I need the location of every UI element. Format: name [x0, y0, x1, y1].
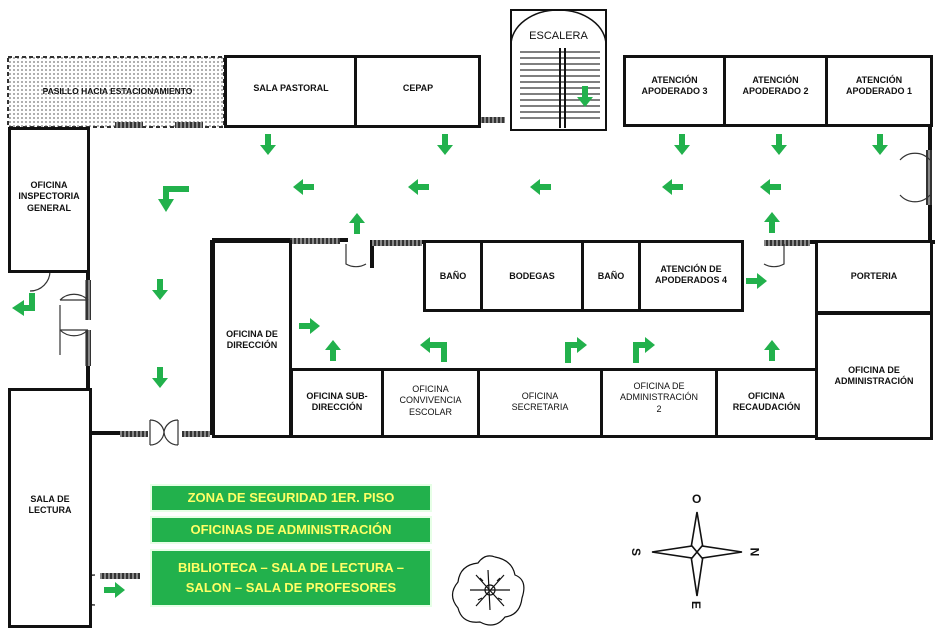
tree-icon: [451, 555, 525, 626]
room-sala-lectura: [8, 388, 92, 628]
compass-south-label: S: [629, 547, 644, 557]
label-direccion: OFICINA DE DIRECCIÓN: [226, 329, 278, 351]
room-convivencia: [381, 368, 480, 438]
legend-zona-seguridad: ZONA DE SEGURIDAD 1ER. PISO: [150, 484, 432, 512]
label-bano-1: BAÑO: [439, 271, 467, 281]
label-porteria: PORTERIA: [850, 271, 898, 281]
room-bano-1: [423, 240, 483, 312]
stair-block: [510, 9, 607, 131]
label-sala-pastoral: SALA PASTORAL: [253, 83, 329, 93]
label-administracion: OFICINA DE ADMINISTRACIÓN: [834, 365, 914, 387]
label-sub-direccion: OFICINA SUB- DIRECCIÓN: [306, 391, 368, 413]
compass-north-label: N: [747, 547, 762, 557]
label-administracion-2: OFICINA DE ADMINISTRACIÓN 2: [619, 381, 698, 414]
compass-west-label: O: [692, 492, 702, 506]
room-atencion-apoderados-4: [638, 240, 744, 312]
label-escalera: ESCALERA: [529, 30, 588, 42]
label-convivencia: OFICINA CONVIVENCIA ESCOLAR: [399, 384, 462, 417]
label-pasillo: PASILLO HACIA ESTACIONAMIENTO: [42, 86, 193, 96]
label-recaudacion: OFICINA RECAUDACIÓN: [732, 391, 801, 413]
room-recaudacion: [715, 368, 818, 438]
label-bano-2: BAÑO: [597, 271, 625, 281]
room-administracion-2: [600, 368, 718, 438]
label-sala-lectura: SALA DE LECTURA: [28, 494, 72, 516]
room-porteria: [815, 240, 933, 314]
label-inspectoria: OFICINA INSPECTORIA GENERAL: [18, 180, 80, 213]
label-bodegas: BODEGAS: [509, 271, 555, 281]
label-atencion-3: ATENCIÓN APODERADO 3: [641, 75, 708, 97]
room-atencion-apoderado-1: [825, 55, 933, 127]
legend-biblioteca: BIBLIOTECA – SALA DE LECTURA – SALON – S…: [150, 549, 432, 607]
parking-corridor: [7, 56, 225, 128]
legend-oficinas-administracion: OFICINAS DE ADMINISTRACIÓN: [150, 516, 432, 544]
room-direccion: [212, 240, 292, 438]
compass-rose-icon: [651, 511, 743, 597]
label-cepap: CEPAP: [402, 83, 434, 93]
room-sala-pastoral: [224, 55, 357, 128]
room-administracion: [815, 312, 933, 440]
turn-arrow-icon: [12, 186, 655, 363]
compass-east-label: E: [689, 600, 704, 610]
label-atencion-4: ATENCIÓN DE APODERADOS 4: [654, 264, 727, 286]
room-sub-direccion: [290, 368, 384, 438]
room-inspectoria: [8, 127, 90, 273]
label-atencion-1: ATENCIÓN APODERADO 1: [845, 75, 912, 97]
label-atencion-2: ATENCIÓN APODERADO 2: [742, 75, 809, 97]
label-secretaria: OFICINA SECRETARIA: [511, 391, 569, 413]
room-cepap: [354, 55, 481, 128]
